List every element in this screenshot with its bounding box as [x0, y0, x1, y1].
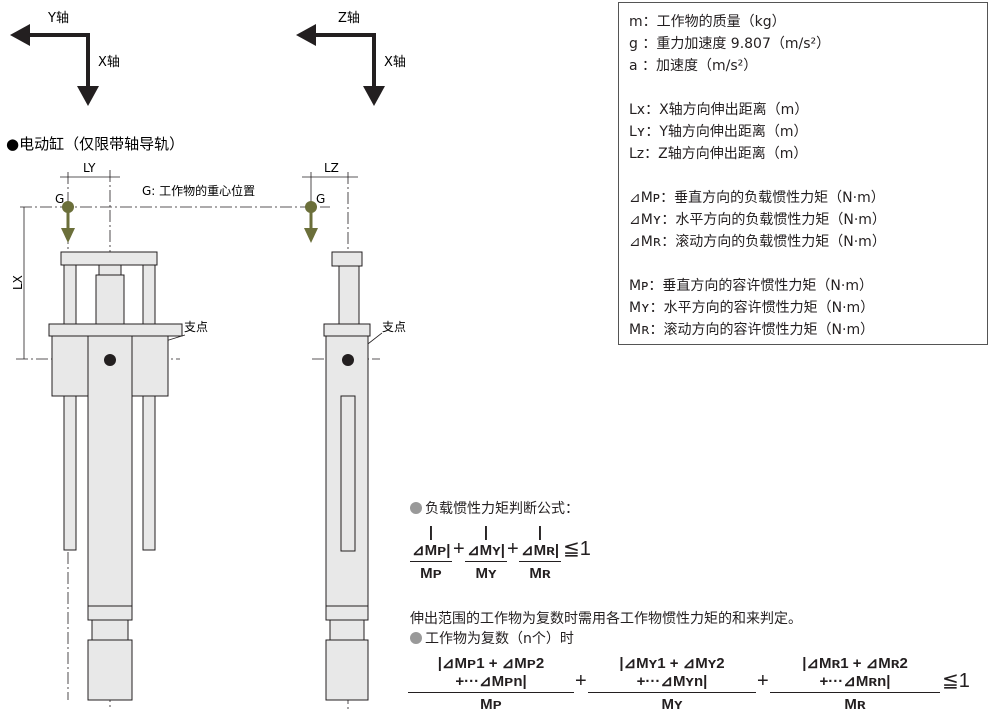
lx-label: LX — [11, 275, 25, 290]
legend-item: Mᴘ：垂直方向的容许惯性力矩（N·m） — [629, 278, 873, 294]
plus-sign: + — [453, 538, 465, 560]
legend-item: m：工作物的质量（kg） — [629, 14, 786, 30]
denominator: Mʀ — [529, 565, 551, 582]
formula2-term: |⊿Mʏ1 + ⊿Mʏ2 +···⊿Mʏn| Mʏ — [588, 654, 756, 713]
pivot-icon-left — [104, 354, 116, 366]
numerator: |⊿Mʀ| — [519, 524, 561, 562]
legend-item: Lʏ：Y轴方向伸出距离（m） — [629, 124, 808, 140]
denominator: Mᴘ — [420, 565, 442, 582]
plus-sign: + — [575, 670, 587, 692]
note-text: 伸出范围的工作物为复数时需用各工作物惯性力矩的和来判定。 — [410, 611, 802, 627]
denominator: Mʏ — [661, 696, 683, 713]
z-axis-label: Z轴 — [338, 11, 360, 26]
numerator: |⊿Mʏ| — [465, 524, 507, 562]
g-label-right: G — [316, 192, 325, 206]
actuator-side-view — [323, 251, 371, 701]
g-label-left: G — [55, 192, 64, 206]
legend-item: Mʀ：滚动方向的容许惯性力矩（N·m） — [629, 322, 875, 338]
bullet-icon — [410, 502, 422, 514]
numerator: |⊿Mᴘ| — [410, 524, 452, 562]
section-title: ●电动缸（仅限带轴导轨） — [6, 135, 184, 153]
axis-arrows-left: Y轴 X轴 — [10, 11, 120, 106]
x-axis-label-right: X轴 — [384, 55, 406, 70]
legend-item: Lx：X轴方向伸出距离（m） — [629, 102, 809, 118]
bullet-icon — [410, 632, 422, 644]
legend-item: Lz：Z轴方向伸出距离（m） — [629, 146, 808, 162]
symbol-legend: m：工作物的质量（kg） g ：重力加速度 9.807（m/s²） a ：加速度… — [618, 2, 988, 345]
legend-item: a ：加速度（m/s²） — [629, 58, 758, 74]
lz-label: LZ — [324, 161, 339, 175]
numerator: |⊿Mᴘ1 + ⊿Mᴘ2 +···⊿Mᴘn| — [408, 654, 574, 693]
gravity-icon-right — [304, 201, 318, 243]
denominator: Mʀ — [844, 696, 866, 713]
x-axis-label: X轴 — [98, 55, 120, 70]
ly-label: LY — [83, 161, 96, 175]
formula1-title-text: 负载惯性力矩判断公式： — [425, 501, 579, 517]
denominator: Mʏ — [475, 565, 497, 582]
numerator: |⊿Mʏ1 + ⊿Mʏ2 +···⊿Mʏn| — [588, 654, 756, 693]
plus-sign: + — [507, 538, 519, 560]
legend-item: g ：重力加速度 9.807（m/s²） — [629, 36, 831, 52]
legend-item: ⊿Mʏ：水平方向的负载惯性力矩（N·m） — [629, 212, 886, 228]
formula1-term: |⊿Mᴘ| Mᴘ — [410, 524, 452, 582]
formula1-term: |⊿Mʀ| Mʀ — [519, 524, 561, 582]
pivot-icon-right — [342, 354, 354, 366]
formula2-title: 工作物为复数（n个）时 — [410, 628, 574, 648]
denominator: Mᴘ — [480, 696, 502, 713]
legend-item: ⊿Mᴘ：垂直方向的负载惯性力矩（N·m） — [629, 190, 885, 206]
formula1-term: |⊿Mʏ| Mʏ — [465, 524, 507, 582]
formula1-title: 负载惯性力矩判断公式： — [410, 498, 579, 518]
y-axis-label: Y轴 — [47, 11, 69, 26]
pivot-label-right: 支点 — [382, 320, 406, 334]
formula2-term: |⊿Mʀ1 + ⊿Mʀ2 +···⊿Mʀn| Mʀ — [770, 654, 940, 713]
pivot-label-left: 支点 — [184, 320, 208, 334]
g-caption: G: 工作物的重心位置 — [142, 183, 255, 198]
legend-item: ⊿Mʀ：滚动方向的负载惯性力矩（N·m） — [629, 234, 886, 250]
gravity-icon-left — [61, 201, 75, 243]
formula2-rhs: ≦1 — [942, 670, 970, 692]
formula2-term: |⊿Mᴘ1 + ⊿Mᴘ2 +···⊿Mᴘn| Mᴘ — [408, 654, 574, 713]
legend-item: Mʏ：水平方向的容许惯性力矩（N·m） — [629, 300, 875, 316]
plus-sign: + — [757, 670, 769, 692]
numerator: |⊿Mʀ1 + ⊿Mʀ2 +···⊿Mʀn| — [770, 654, 940, 693]
actuator-front-view — [48, 251, 183, 701]
formula1-rhs: ≦1 — [563, 538, 591, 560]
axis-arrows-right: Z轴 X轴 — [296, 11, 406, 106]
formula2-title-text: 工作物为复数（n个）时 — [425, 631, 574, 647]
